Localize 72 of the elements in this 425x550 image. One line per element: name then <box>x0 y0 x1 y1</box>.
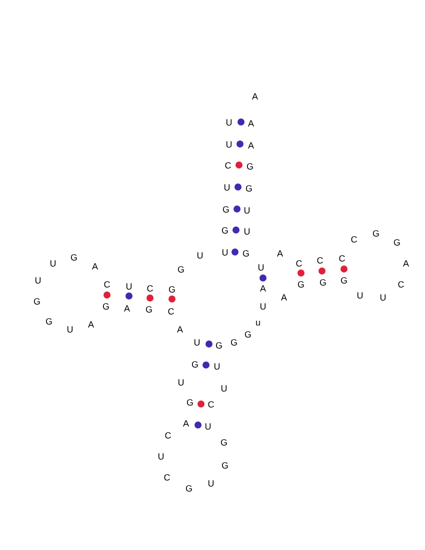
nucleotide-letter: A <box>281 294 287 302</box>
nucleotide-letter: A <box>403 260 409 268</box>
nucleotide-letter: C <box>208 400 214 410</box>
nucleotide-letter: A <box>277 250 283 258</box>
nucleotide-letter: C <box>164 474 170 482</box>
nucleotide-letter: G <box>102 302 110 312</box>
nucleotide-letter: G <box>186 484 192 494</box>
nucleotide-letter: U <box>356 292 364 300</box>
nucleotide-letter: G <box>222 226 228 236</box>
nucleotide-letter: G <box>246 184 252 194</box>
nucleotide-letter: G <box>186 398 194 408</box>
nucleotide-letter: A <box>177 326 183 334</box>
nucleotide-letter: U <box>214 362 220 372</box>
nucleotide-letter: A <box>252 92 258 102</box>
nucleotide-letter: U <box>226 140 232 150</box>
nucleotide-letter: G <box>46 318 52 326</box>
nucleotide-letter: G <box>192 360 198 370</box>
nucleotide-letter: U <box>178 378 184 388</box>
nucleotide-letter: C <box>168 308 174 316</box>
nucleotide-letter: G <box>244 330 252 340</box>
nucleotide-letter: u <box>256 318 260 328</box>
nucleotide-letter: U <box>244 228 250 236</box>
nucleotide-letter: G <box>394 238 400 248</box>
nucleotide-letter: C <box>164 432 172 440</box>
nucleotide-letter: G <box>230 338 238 348</box>
nucleotide-letter: U <box>66 326 74 334</box>
nucleotide-letter: A <box>92 262 98 272</box>
nucleotide-letter: U <box>258 264 264 272</box>
nucleotide-letter: U <box>204 422 212 432</box>
nucleotide-letter: U <box>208 480 214 488</box>
nucleotide-letter: A <box>88 320 94 330</box>
nucleotide-letter: U <box>50 260 56 268</box>
nucleotide-letter: U <box>380 294 386 302</box>
nucleotide-letter: C <box>316 256 324 266</box>
nucleotide-letter: U <box>222 248 228 258</box>
nucleotide-letter: U <box>194 338 200 348</box>
nucleotide-letter: A <box>260 284 266 294</box>
nucleotide-letter: U <box>226 118 232 128</box>
nucleotide-letter: G <box>168 286 176 294</box>
nucleotide-letter: G <box>340 276 348 286</box>
nucleotide-letter: U <box>34 276 42 286</box>
nucleotide-letter: C <box>146 284 154 294</box>
nucleotide-letter: U <box>220 384 228 394</box>
nucleotide-letter: G <box>320 278 326 288</box>
nucleotide-letter: G <box>70 254 78 262</box>
nucleotide-letter: C <box>104 280 110 290</box>
nucleotide-letter: U <box>224 184 230 192</box>
nucleotide-letter: U <box>260 302 266 312</box>
nucleotide-letter: G <box>34 298 40 306</box>
nucleotide-letter: G <box>372 230 380 238</box>
nucleotide-letter: G <box>222 462 228 470</box>
nucleotide-letter: G <box>178 266 184 274</box>
nucleotide-letter: G <box>242 250 250 258</box>
nucleotide-letter: C <box>224 162 232 170</box>
nucleotide-letter: U <box>126 282 132 292</box>
nucleotide-letter: G <box>222 206 230 214</box>
nucleotide-letter: G <box>146 306 152 314</box>
nucleotide-letter: C <box>398 280 404 290</box>
nucleotide-letter: G <box>216 342 222 350</box>
nucleotide-letter: A <box>124 304 130 314</box>
nucleotide-letter: A <box>183 420 189 428</box>
nucleotide-letter: C <box>350 236 358 244</box>
nucleotide-letter: G <box>298 280 304 290</box>
nucleotide-letter: A <box>248 120 254 128</box>
nucleotide-letter: U <box>158 452 164 462</box>
nucleotide-letter: G <box>220 438 228 448</box>
nucleotide-letter: C <box>296 260 302 268</box>
nucleotide-letter: G <box>246 162 254 172</box>
nucleotide-letter: A <box>248 142 254 150</box>
nucleotide-letter: U <box>244 206 250 216</box>
nucleotide-letter: U <box>196 252 204 260</box>
nucleotide-letter: C <box>338 254 346 264</box>
